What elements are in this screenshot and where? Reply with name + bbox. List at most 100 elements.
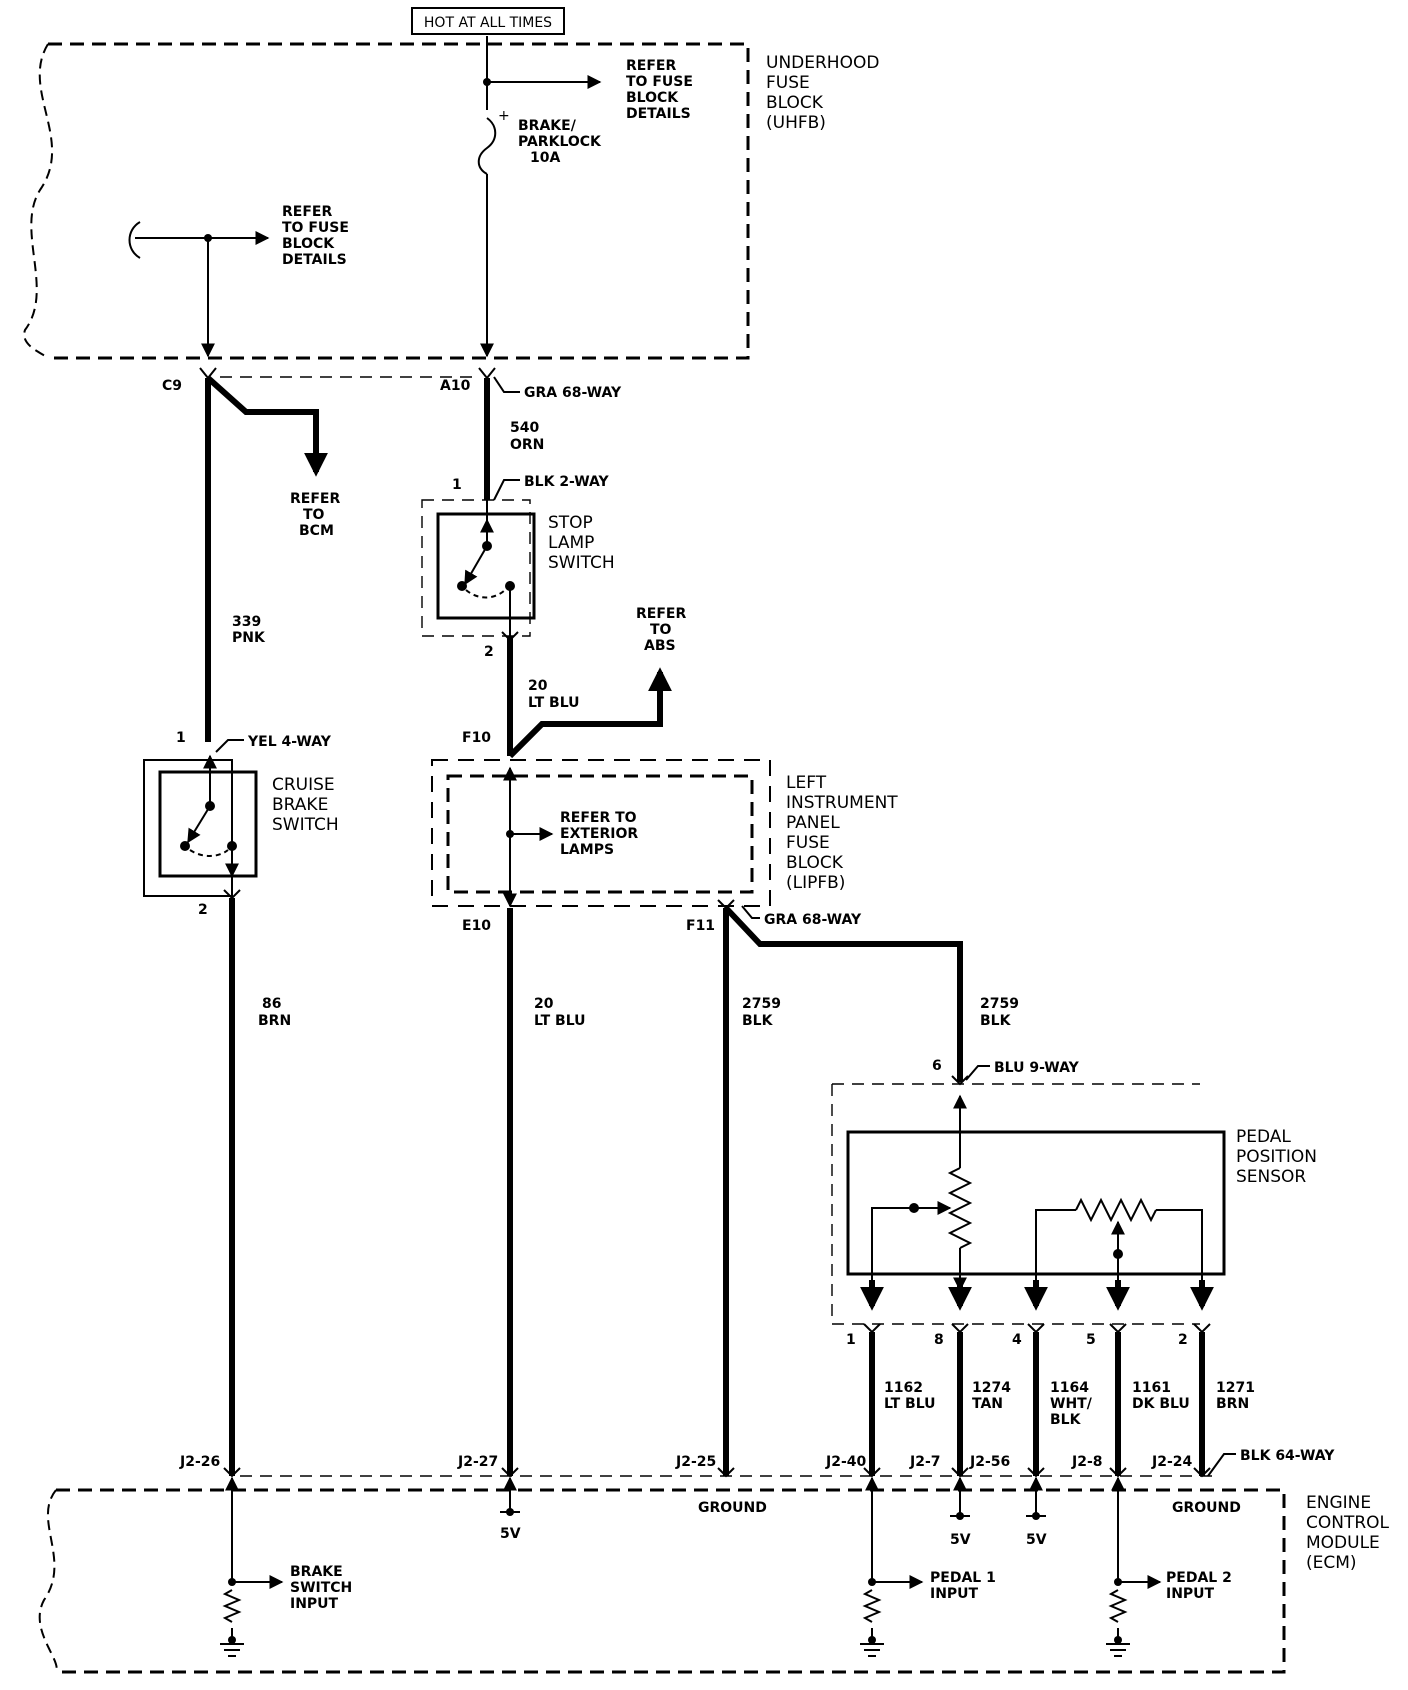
lipfb-title-4: FUSE bbox=[786, 833, 830, 853]
ecm-ground-left: GROUND bbox=[698, 1500, 767, 1516]
pps-pin-2: 2 bbox=[1178, 1332, 1188, 1348]
uhfb-refer-left-4: DETAILS bbox=[282, 252, 347, 268]
pedal1-ground-icon bbox=[860, 1628, 884, 1657]
ecm-ground-right: GROUND bbox=[1172, 1500, 1241, 1516]
gra-68-way-label-lower: GRA 68-WAY bbox=[764, 912, 862, 928]
cruise-title-2: BRAKE bbox=[272, 795, 328, 815]
pin-j2-24: J2-24 bbox=[1151, 1454, 1193, 1470]
refer-bcm-2: TO bbox=[303, 507, 325, 523]
refer-abs-1: REFER bbox=[636, 606, 686, 622]
brake-input-resistor-icon bbox=[222, 1589, 242, 1623]
uhfb-refer-top-4: DETAILS bbox=[626, 106, 691, 122]
uhfb-refer-top-1: REFER bbox=[626, 58, 676, 74]
wire-1162-num: 1162 bbox=[884, 1380, 923, 1396]
pps-title-1: PEDAL bbox=[1236, 1127, 1291, 1147]
wire-339-pnk: REFER TO BCM 339 PNK bbox=[199, 367, 340, 742]
ecm-5v-b: 5V bbox=[950, 1532, 971, 1548]
pps-pin-8: 8 bbox=[934, 1332, 944, 1348]
cruise-pin-2: 2 bbox=[198, 902, 208, 918]
pin-j2-8: J2-8 bbox=[1071, 1454, 1103, 1470]
stop-lamp-pin-2: 2 bbox=[484, 644, 494, 660]
pin-j2-27: J2-27 bbox=[457, 1454, 498, 1470]
pedal2-input-2: INPUT bbox=[1166, 1586, 1215, 1602]
wire-20-lt-blu-lower: 20 LT BLU bbox=[507, 908, 586, 1476]
wire-20-lower-color: LT BLU bbox=[534, 1013, 586, 1029]
wire-86-color: BRN bbox=[258, 1013, 291, 1029]
ecm-title-2: CONTROL bbox=[1306, 1513, 1390, 1533]
stop-lamp-title-2: LAMP bbox=[548, 533, 594, 553]
pps-title-2: POSITION bbox=[1236, 1147, 1317, 1167]
uhfb-title-2: FUSE bbox=[766, 73, 810, 93]
wire-1271-num: 1271 bbox=[1216, 1380, 1255, 1396]
pps-title-3: SENSOR bbox=[1236, 1167, 1306, 1187]
pin-j2-56: J2-56 bbox=[969, 1454, 1010, 1470]
pin-f10: F10 bbox=[462, 730, 491, 746]
uhfb-refer-left-2: TO FUSE bbox=[282, 220, 349, 236]
uhfb-title-3: BLOCK bbox=[766, 93, 824, 113]
lipfb-title-2: INSTRUMENT bbox=[786, 793, 898, 813]
lipfb-title-5: BLOCK bbox=[786, 853, 844, 873]
wire-20-lower-num: 20 bbox=[534, 996, 554, 1012]
lipfb-title-1: LEFT bbox=[786, 773, 827, 793]
pedal1-input-2: INPUT bbox=[930, 1586, 979, 1602]
gra-68-way-label-upper: GRA 68-WAY bbox=[524, 385, 622, 401]
lipfb-refer-3: LAMPS bbox=[560, 842, 614, 858]
fuse-label-2: PARKLOCK bbox=[518, 134, 602, 150]
fuse-label-3: 10A bbox=[530, 150, 560, 166]
pps-pin-4: 4 bbox=[1012, 1332, 1022, 1348]
hot-at-all-times-label: HOT AT ALL TIMES bbox=[411, 7, 565, 35]
pps-pin-5: 5 bbox=[1086, 1332, 1096, 1348]
pin-j2-26: J2-26 bbox=[179, 1454, 220, 1470]
cruise-title-3: SWITCH bbox=[272, 815, 339, 835]
stop-lamp-title-1: STOP bbox=[548, 513, 593, 533]
blu-9-way-label: BLU 9-WAY bbox=[994, 1060, 1080, 1076]
underhood-fuse-block: UNDERHOOD FUSE BLOCK (UHFB) REFER TO FUS… bbox=[23, 36, 879, 360]
lipfb-refer-1: REFER TO bbox=[560, 810, 637, 826]
pedal2-input-1: PEDAL 2 bbox=[1166, 1570, 1232, 1586]
wire-540-color: ORN bbox=[510, 437, 544, 453]
ecm-title-1: ENGINE bbox=[1306, 1493, 1371, 1513]
pin-a10: A10 bbox=[440, 378, 471, 394]
lipfb-title-3: PANEL bbox=[786, 813, 840, 833]
wire-2759-right-num: 2759 bbox=[980, 996, 1019, 1012]
feed-break-icon bbox=[128, 221, 141, 259]
pps-pin-1: 1 bbox=[846, 1332, 856, 1348]
wire-339-color: PNK bbox=[232, 630, 266, 646]
wire-2759-right-color: BLK bbox=[980, 1013, 1012, 1029]
sensor-wires: 1162 LT BLU 1274 TAN 1164 WHT/ BLK 1161 … bbox=[863, 1323, 1255, 1476]
ecm-5v-a: 5V bbox=[500, 1526, 521, 1542]
left-instrument-panel-fuse-block: F10 REFER TO EXTERIOR LAMPS LEFT INSTRUM… bbox=[431, 730, 898, 934]
pedal1-input-1: PEDAL 1 bbox=[930, 1570, 996, 1586]
wire-540-num: 540 bbox=[510, 420, 539, 436]
wire-1164-color-2: BLK bbox=[1050, 1412, 1082, 1428]
gra-68-way-upper-connector: C9 A10 GRA 68-WAY bbox=[162, 376, 622, 401]
wire-339-num: 339 bbox=[232, 614, 261, 630]
hot-label-text: HOT AT ALL TIMES bbox=[424, 15, 552, 31]
wire-1164-color-1: WHT/ bbox=[1050, 1396, 1093, 1412]
pin-j2-40: J2-40 bbox=[825, 1454, 867, 1470]
ecm-title-4: (ECM) bbox=[1306, 1553, 1357, 1573]
pin-j2-7: J2-7 bbox=[909, 1454, 941, 1470]
pedal1-resistor-icon bbox=[947, 1167, 973, 1249]
uhfb-refer-left-3: BLOCK bbox=[282, 236, 335, 252]
brake-parklock-fuse-icon bbox=[477, 117, 497, 175]
wire-1274-color: TAN bbox=[972, 1396, 1003, 1412]
ecm-5v-c: 5V bbox=[1026, 1532, 1047, 1548]
wire-20-lt-blu-upper: REFER TO ABS 20 LT BLU bbox=[501, 606, 686, 759]
wire-2759-left-num: 2759 bbox=[742, 996, 781, 1012]
brake-ground-icon bbox=[220, 1628, 244, 1657]
pin-j2-25: J2-25 bbox=[675, 1454, 716, 1470]
blk-2-way-label: BLK 2-WAY bbox=[524, 474, 610, 490]
wire-1162-color: LT BLU bbox=[884, 1396, 936, 1412]
wire-86-brn: 86 BRN bbox=[223, 889, 291, 1476]
uhfb-title-4: (UHFB) bbox=[766, 113, 826, 133]
engine-control-module: ENGINE CONTROL MODULE (ECM) GROUND GROUN… bbox=[38, 1467, 1390, 1674]
pedal-position-sensor: 6 BLU 9-WAY PEDAL POSITION SENSOR 1 8 4 … bbox=[831, 1058, 1317, 1348]
refer-bcm-1: REFER bbox=[290, 491, 340, 507]
uhfb-title-1: UNDERHOOD bbox=[766, 53, 879, 73]
pin-f11: F11 bbox=[686, 918, 715, 934]
pin-c9: C9 bbox=[162, 378, 182, 394]
wire-86-num: 86 bbox=[262, 996, 281, 1012]
pps-pin-6: 6 bbox=[932, 1058, 942, 1074]
